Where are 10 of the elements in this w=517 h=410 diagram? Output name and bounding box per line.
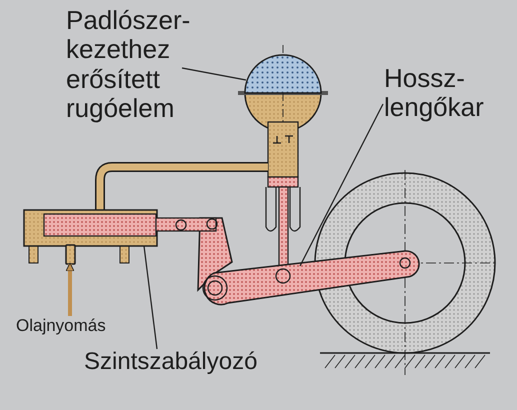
arrow [66,262,74,316]
leader-line [299,104,384,266]
gas-spring-dome [244,54,322,94]
leader-line [182,67,246,81]
part-label: Hossz- lengőkar [384,64,509,123]
oil-inlet-pipe [65,244,76,265]
part-label: Szintszabályozó [84,348,304,376]
leader-line [143,246,158,350]
part-label: Olajnyomás [16,316,136,336]
part-label: Padlószer- kezethez erősített rugóelem [66,6,196,124]
